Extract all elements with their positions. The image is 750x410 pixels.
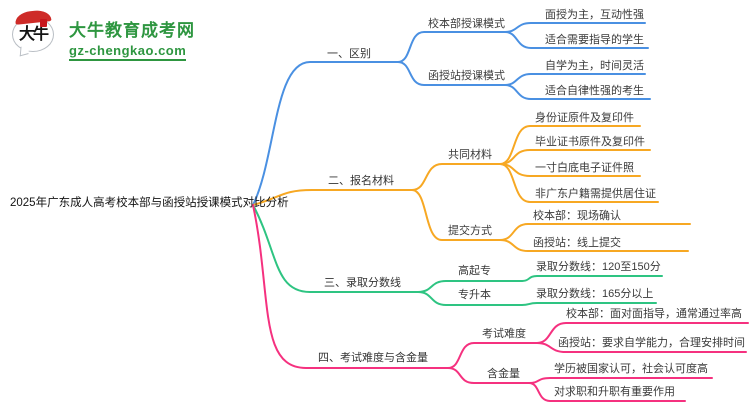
branch-4-leaf-2: 函授站：要求自学能力，合理安排时间 — [558, 337, 745, 349]
branch-4-child-1-label: 考试难度 — [482, 328, 526, 340]
branch-1-child-2-line — [397, 61, 506, 86]
branch-3-lines — [252, 204, 663, 306]
branch-1-leaf-3: 自学为主，时间灵活 — [545, 60, 644, 72]
branch-4-lines — [252, 204, 749, 402]
branch-4-child-2-label: 含金量 — [487, 368, 520, 380]
branch-2-leaf-6-line — [499, 239, 689, 252]
branch-1-child-1-label: 校本部授课模式 — [428, 18, 505, 30]
branch-3-child-1-label: 高起专 — [458, 265, 491, 277]
branch-4-label: 四、考试难度与含金量 — [318, 352, 428, 364]
branch-2-child-1-label: 共同材料 — [448, 149, 492, 161]
site-logo-text: 大牛教育成考网 gz-chengkao.com — [69, 10, 195, 61]
logo-bubble-tail — [19, 44, 30, 57]
branch-1-child-1-line — [397, 31, 506, 63]
branch-1-trunk-line — [252, 61, 399, 206]
branch-2-leaf-5: 校本部：现场确认 — [533, 210, 621, 222]
branch-3-leaf-2: 录取分数线：165分以上 — [536, 288, 654, 300]
logo-hanzi-text: 大牛 — [18, 24, 49, 43]
site-logo: 大牛 大牛教育成考网 gz-chengkao.com — [10, 9, 195, 61]
branch-1-leaf-1: 面授为主，互动性强 — [545, 9, 644, 21]
branch-1-child-2-label: 函授站授课模式 — [428, 70, 505, 82]
branch-4-trunk-line — [252, 204, 449, 369]
branch-4-leaf-3-line — [528, 377, 713, 384]
central-topic: 2025年广东成人高考校本部与函授站授课模式对比分析 — [10, 197, 289, 209]
branch-1-leaf-2: 适合需要指导的学生 — [545, 34, 644, 46]
branch-3-label: 三、录取分数线 — [324, 277, 401, 289]
branch-1-leaf-4: 适合自律性强的考生 — [545, 85, 644, 97]
branch-1-leaf-1-line — [504, 22, 646, 33]
branch-4-leaf-3: 学历被国家认可，社会认可度高 — [554, 363, 708, 375]
branch-3-leaf-2-line — [521, 302, 657, 306]
site-name: 大牛教育成考网 — [69, 21, 195, 40]
branch-2-leaf-4-line — [499, 163, 659, 203]
branch-2-label: 二、报名材料 — [328, 175, 394, 187]
site-url: gz-chengkao.com — [69, 43, 187, 61]
branch-2-child-2-line — [411, 189, 501, 241]
branch-1-leaf-2-line — [504, 31, 649, 49]
branch-3-leaf-1-line — [521, 275, 663, 282]
branch-4-child-1-line — [447, 342, 538, 369]
branch-3-child-2-line — [417, 291, 523, 306]
branch-1-lines — [252, 22, 651, 206]
branch-4-child-2-line — [447, 367, 530, 384]
site-logo-icon: 大牛 — [10, 9, 60, 58]
branch-2-leaf-4: 非广东户籍需提供居住证 — [535, 188, 656, 200]
branch-2-leaf-6: 函授站：线上提交 — [533, 237, 621, 249]
branch-4-leaf-2-line — [536, 342, 747, 353]
branch-3-child-2-label: 专升本 — [458, 289, 491, 301]
branch-2-leaf-2: 毕业证书原件及复印件 — [535, 136, 645, 148]
branch-2-lines — [252, 125, 691, 252]
branch-2-trunk-line — [252, 189, 413, 206]
logo-red-seal — [40, 19, 47, 27]
branch-2-leaf-3: 一寸白底电子证件照 — [535, 162, 634, 174]
branch-1-leaf-4-line — [504, 84, 651, 100]
branch-2-leaf-1: 身份证原件及复印件 — [535, 112, 634, 124]
branch-4-leaf-4-line — [528, 382, 686, 402]
branch-2-child-2-label: 提交方式 — [448, 225, 492, 237]
branch-4-leaf-1-line — [536, 322, 749, 344]
branch-3-leaf-1: 录取分数线：120至150分 — [536, 261, 661, 273]
branch-1-label: 一、区别 — [327, 48, 371, 60]
branch-1-leaf-3-line — [504, 73, 646, 86]
branch-2-child-1-line — [411, 163, 501, 191]
branch-3-trunk-line — [252, 204, 419, 293]
branch-4-leaf-1: 校本部：面对面指导，通常通过率高 — [566, 308, 742, 320]
branch-4-leaf-4: 对求职和升职有重要作用 — [554, 386, 675, 398]
